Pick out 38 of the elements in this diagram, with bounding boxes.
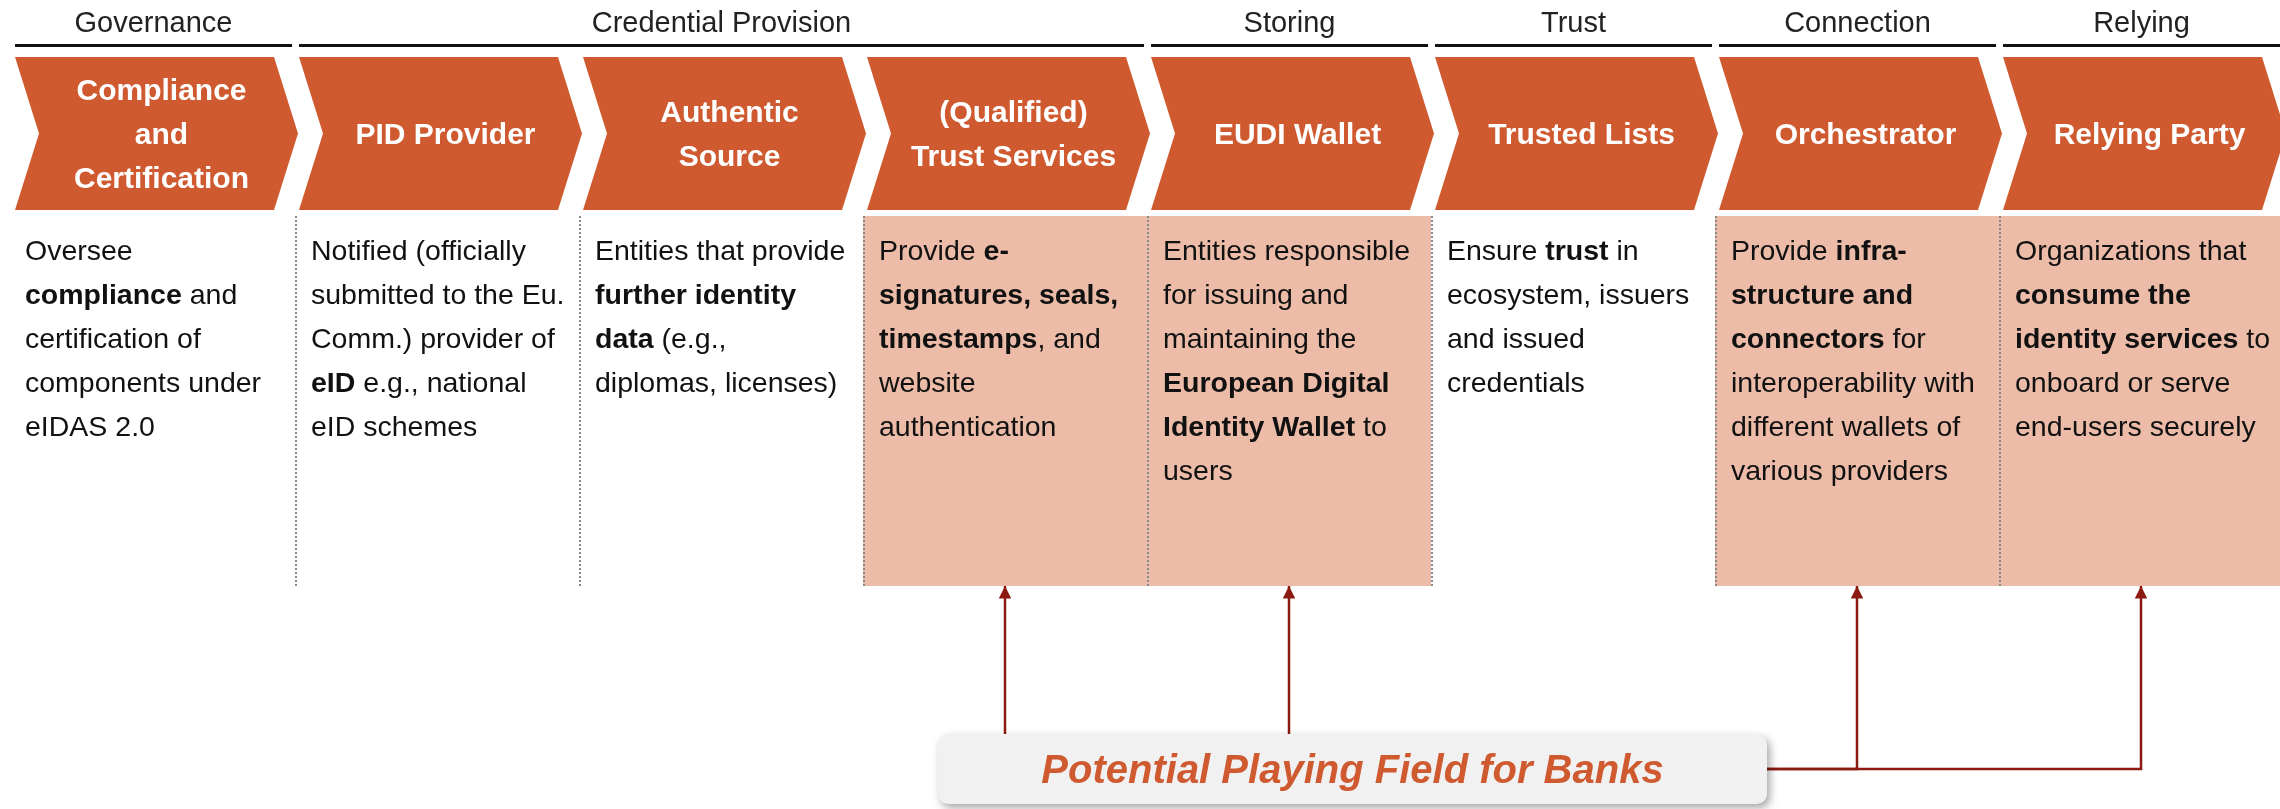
step-title: Compliance and Certification [73,71,250,196]
chevron-step [2003,57,2280,210]
chevron-step [1719,57,2002,210]
group-heading: Connection [1783,6,1932,39]
callout-text: Potential Playing Field for Banks [1041,746,1664,792]
step-title: (Qualified) Trust Services [909,93,1118,174]
chevron-step [1151,57,1434,210]
step-title: PID Provider [355,115,536,152]
group-heading: Credential Provision [590,6,853,39]
group-heading: Storing [1242,6,1337,39]
chevron-step [299,57,582,210]
step-title: Trusted Lists [1488,115,1675,152]
chevron-step [1435,57,1718,210]
highlighted-description-panel [863,216,1147,586]
chevron-step [867,57,1150,210]
group-heading: Trust [1540,6,1607,39]
callout-box [938,734,1767,804]
highlighted-description-panel [1999,216,2280,586]
step-title: EUDI Wallet [1213,115,1382,152]
chevron-step [15,57,298,210]
arrow [1282,586,1296,734]
description-text: Provide infra-structure and connectors for interoperability with different wallets of various providers [1731,233,1976,488]
step-title: Authentic Source [659,93,800,174]
description-text: Ensure trust in ecosystem, issuers and issued credentials [1447,233,1691,400]
description-text: Entities that provide further identity data (e.g., diplomas, licenses) [595,233,847,400]
highlighted-description-panel [1147,216,1431,586]
highlighted-description-panel [1715,216,1999,586]
step-title: Orchestrator [1774,115,1957,152]
arrow [998,586,1012,734]
description-text: Entities responsible for issuing and maintaining the European Digital Identity Wallet to users [1163,233,1412,488]
step-title: Relying Party [2053,115,2246,152]
chevron-step [583,57,866,210]
description-text: Organizations that consume the identity services to onboard or serve end-users securely [2015,233,2272,444]
group-heading: Relying [2092,6,2191,39]
description-text: Notified (officially submitted to the Eu. Comm.) provider of eID e.g., national eID schemes [311,233,566,444]
group-heading: Governance [73,6,234,39]
description-text: Provide e-signatures, seals, timestamps, and website authentication [879,233,1120,444]
arrow [1767,586,2148,771]
